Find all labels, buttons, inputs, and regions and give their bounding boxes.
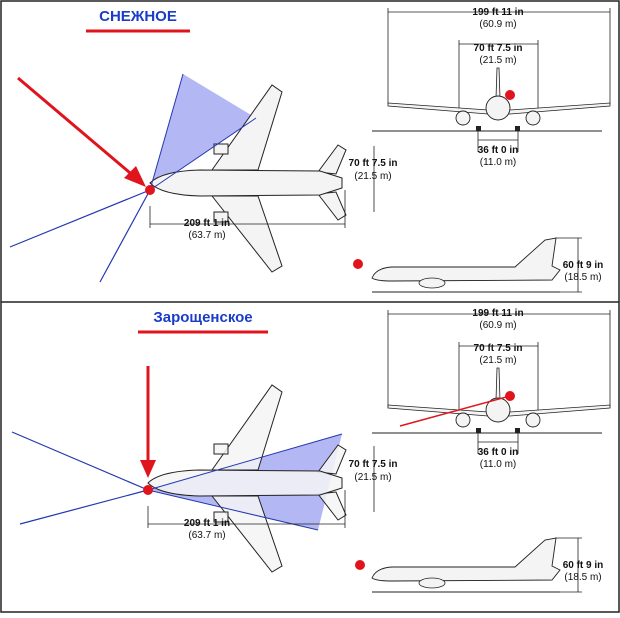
wingspan-metric: (60.9 m): [479, 19, 516, 30]
plan-span-metric: (21.5 m): [354, 472, 391, 483]
tail-span-metric: (21.5 m): [479, 355, 516, 366]
front-fin: [495, 67, 501, 99]
tail-span-metric: (21.5 m): [479, 55, 516, 66]
front-sight-line: [399, 395, 511, 427]
sight-line-left: [9, 189, 151, 248]
fuselage: [147, 469, 343, 497]
front-marker: [505, 90, 515, 100]
panel-title: СНЕЖНОЕ: [99, 8, 177, 25]
front-fin: [495, 367, 501, 401]
side-fuselage: [371, 237, 561, 282]
front-marker: [505, 391, 515, 401]
sight-line-lower: [19, 489, 149, 525]
sight-line-lower: [99, 189, 151, 283]
upper-engine: [213, 143, 229, 155]
observer-marker: [145, 185, 155, 195]
wingspan-imperial: 199 ft 11 in: [472, 7, 523, 18]
side-engine: [418, 577, 446, 589]
sight-line-right: [149, 117, 257, 191]
side-view: 60 ft 9 in (18.5 m): [355, 537, 604, 593]
wingspan-imperial: 199 ft 11 in: [472, 308, 523, 319]
gear-track-metric: (11.0 m): [480, 459, 517, 470]
sight-line-right: [147, 489, 319, 531]
side-marker: [353, 259, 363, 269]
sight-line-upper: [147, 433, 343, 491]
gear-right: [515, 126, 520, 131]
panel-zaroshchenskoe: Зарощенское 70 ft 7.5 in (21.5 m): [11, 308, 611, 593]
view-cone: [150, 74, 256, 190]
arrow-head: [124, 166, 146, 187]
sight-line-left: [11, 431, 149, 491]
upper-stabilizer: [317, 144, 347, 175]
direction-arrow: [17, 76, 137, 180]
plan-span-metric: (21.5 m): [354, 171, 391, 182]
tail-span-imperial: 70 ft 7.5 in: [474, 343, 523, 354]
side-view: 60 ft 9 in (18.5 m): [353, 237, 604, 293]
height-imperial: 60 ft 9 in: [563, 260, 604, 271]
observer-marker: [143, 485, 153, 495]
side-engine: [418, 277, 446, 289]
lower-stabilizer: [317, 191, 347, 221]
side-fuselage: [371, 537, 561, 582]
arrow-head: [140, 460, 156, 478]
plan-view-aircraft: [149, 84, 347, 273]
height-metric: (18.5 m): [564, 272, 601, 283]
front-view: 199 ft 11 in (60.9 m) 70 ft 7.5 in (21.5…: [372, 7, 611, 168]
side-marker: [355, 560, 365, 570]
gear-track-imperial: 36 ft 0 in: [478, 447, 519, 458]
front-fuselage: [485, 95, 511, 121]
length-metric: (63.7 m): [188, 230, 225, 241]
plan-view-aircraft: [147, 384, 347, 573]
sight-line-upper: [149, 73, 184, 191]
plan-span-imperial: 70 ft 7.5 in: [349, 158, 398, 169]
tail-span-imperial: 70 ft 7.5 in: [474, 43, 523, 54]
height-metric: (18.5 m): [564, 572, 601, 583]
front-fuselage: [485, 397, 511, 423]
front-engine-right: [525, 412, 541, 428]
length-metric: (63.7 m): [188, 530, 225, 541]
gear-track-imperial: 36 ft 0 in: [478, 145, 519, 156]
front-engine-left: [455, 110, 471, 126]
length-imperial: 209 ft 1 in: [184, 218, 230, 229]
gear-left: [476, 428, 481, 433]
front-engine-right: [525, 110, 541, 126]
wingspan-metric: (60.9 m): [479, 320, 516, 331]
length-imperial: 209 ft 1 in: [184, 518, 230, 529]
lower-engine: [213, 211, 229, 223]
upper-stabilizer: [317, 444, 347, 475]
lower-stabilizer: [317, 491, 347, 521]
panel-snezhnoe: СНЕЖНОЕ 70 ft 7.5 in (21.5 m) 209: [9, 7, 611, 293]
front-engine-left: [455, 412, 471, 428]
panel-title: Зарощенское: [153, 309, 252, 326]
plan-span-imperial: 70 ft 7.5 in: [349, 459, 398, 470]
gear-left: [476, 126, 481, 131]
gear-right: [515, 428, 520, 433]
gear-track-metric: (11.0 m): [480, 157, 517, 168]
lower-engine: [213, 511, 229, 523]
height-imperial: 60 ft 9 in: [563, 560, 604, 571]
upper-engine: [213, 443, 229, 455]
front-view: 199 ft 11 in (60.9 m) 70 ft 7.5 in (21.5…: [372, 308, 611, 470]
fuselage: [149, 169, 343, 197]
